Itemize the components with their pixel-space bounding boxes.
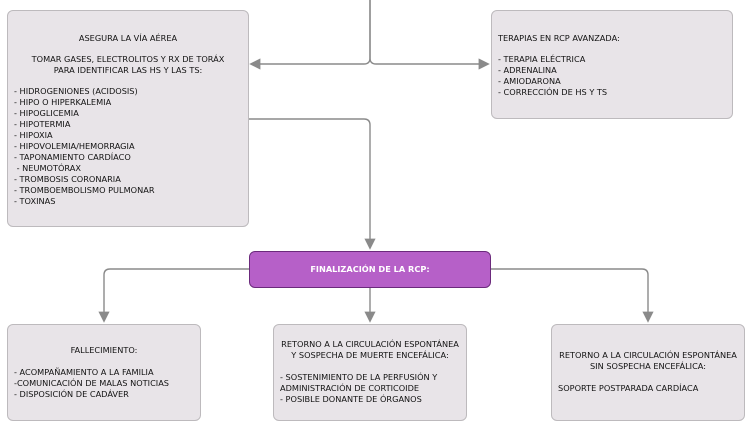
rosc-title: RETORNO A LA CIRCULACIÓN ESPONTÁNEA SIN … (559, 350, 737, 371)
therapy-title: TERAPIAS EN RCP AVANZADA: (498, 33, 620, 43)
airway-subtitle: TOMAR GASES, ELECTROLITOS Y RX DE TORÁX … (31, 54, 225, 75)
death-title: FALLECIMIENTO: (70, 345, 138, 355)
list-item: - ADRENALINA (498, 65, 557, 75)
death-list: - ACOMPAÑAMIENTO A LA FAMILIA -COMUNICAC… (14, 367, 194, 400)
connector-airway-to-end (248, 118, 376, 250)
list-item: - HIPOTERMIA (14, 119, 71, 129)
list-item: - TERAPIA ELÉCTRICA (498, 54, 586, 64)
therapy-node: TERAPIAS EN RCP AVANZADA: - TERAPIA ELÉC… (491, 10, 733, 119)
hs-ts-list: - HIDROGENIONES (ACIDOSIS) - HIPO O HIPE… (14, 86, 242, 207)
list-item: - AMIODARONA (498, 76, 561, 86)
therapy-list: - TERAPIA ELÉCTRICA - ADRENALINA - AMIOD… (498, 54, 726, 98)
list-item: - HIDROGENIONES (ACIDOSIS) (14, 86, 138, 96)
list-item: - TROMBOSIS CORONARIA (14, 174, 121, 184)
rosc-brain-death-list: - SOSTENIMIENTO DE LA PERFUSIÓN Y ADMINI… (280, 372, 460, 405)
death-node: FALLECIMIENTO: - ACOMPAÑAMIENTO A LA FAM… (7, 324, 201, 421)
list-item: - HIPOGLICEMIA (14, 108, 79, 118)
list-item: - TROMBOEMBOLISMO PULMONAR (14, 185, 155, 195)
airway-node: ASEGURA LA VÍA AÉREA TOMAR GASES, ELECTR… (7, 10, 249, 227)
airway-title: ASEGURA LA VÍA AÉREA (78, 33, 178, 43)
list-item: - NEUMOTÓRAX (14, 163, 81, 173)
rosc-brain-death-title: RETORNO A LA CIRCULACIÓN ESPONTÁNEA Y SO… (281, 339, 459, 360)
list-item: - TOXINAS (14, 196, 56, 206)
rosc-brain-death-node: RETORNO A LA CIRCULACIÓN ESPONTÁNEA Y SO… (273, 324, 467, 421)
connector-to-rosc (490, 268, 654, 323)
end-rcp-title: FINALIZACIÓN DE LA RCP: (310, 264, 430, 274)
list-item: -COMUNICACIÓN DE MALAS NOTICIAS (14, 378, 169, 388)
connector-to-airway (249, 0, 371, 70)
list-item: - HIPO O HIPERKALEMIA (14, 97, 112, 107)
list-item: - DISPOSICIÓN DE CADÁVER (14, 389, 129, 399)
end-rcp-node: FINALIZACIÓN DE LA RCP: (249, 251, 491, 288)
list-item: - HIPOXIA (14, 130, 53, 140)
list-item: - SOSTENIMIENTO DE LA PERFUSIÓN Y ADMINI… (280, 372, 438, 393)
list-item: - POSIBLE DONANTE DE ÓRGANOS (280, 394, 422, 404)
list-item: - HIPOVOLEMIA/HEMORRAGIA (14, 141, 135, 151)
list-item: - TAPONAMIENTO CARDÍACO (14, 152, 131, 162)
connector-to-death (98, 268, 249, 323)
connector-to-therapy (369, 0, 490, 70)
rosc-item: SOPORTE POSTPARADA CARDÍACA (558, 383, 699, 393)
list-item: - CORRECCIÓN DE HS Y TS (498, 87, 608, 97)
list-item: - ACOMPAÑAMIENTO A LA FAMILIA (14, 367, 154, 377)
rosc-node: RETORNO A LA CIRCULACIÓN ESPONTÁNEA SIN … (551, 324, 745, 421)
